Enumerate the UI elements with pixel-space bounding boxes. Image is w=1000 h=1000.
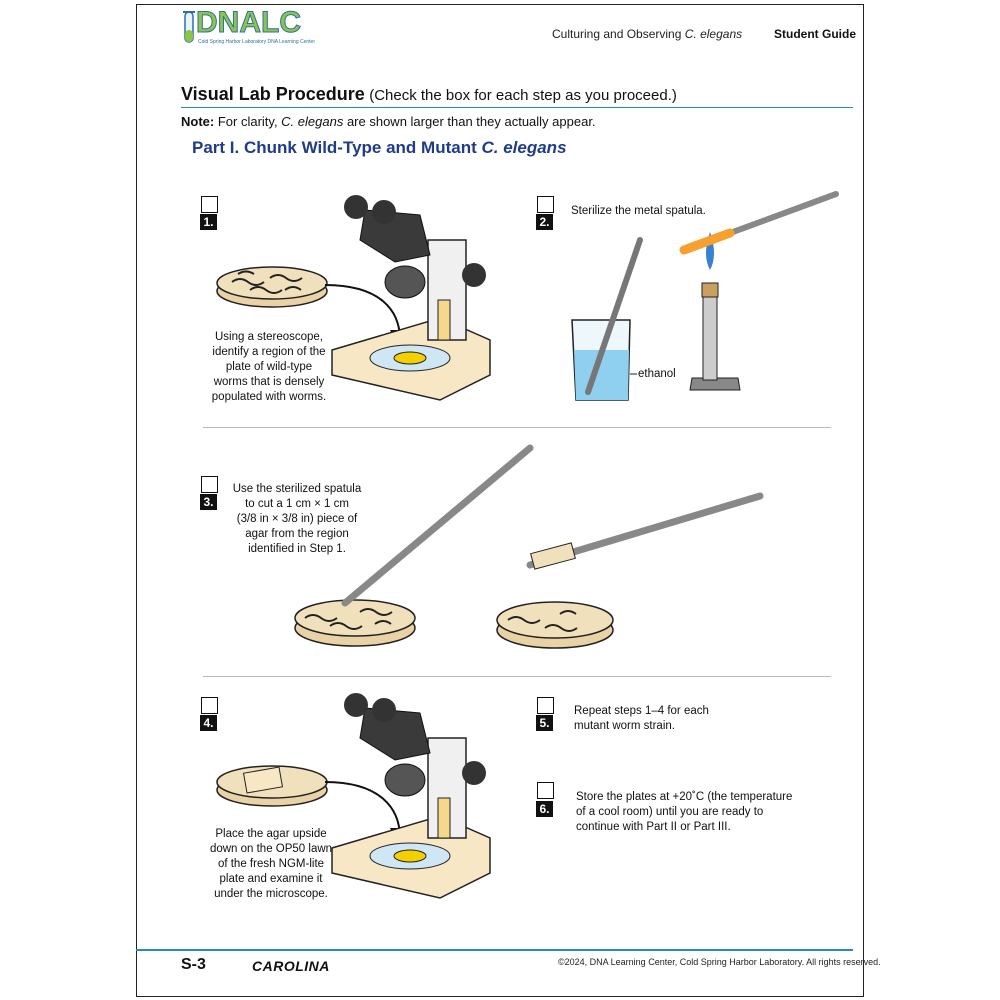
microscope-icon — [331, 195, 491, 401]
title-main: Visual Lab Procedure — [181, 84, 365, 104]
divider — [203, 676, 831, 677]
step-5-checkbox[interactable] — [537, 697, 554, 714]
step-4-checkbox[interactable] — [201, 697, 218, 714]
step-6-text: Store the plates at +20˚C (the temperatu… — [576, 791, 793, 833]
step-1-text: Using a stereoscope,identify a region of… — [211, 331, 327, 403]
carolina-logo: CAROLINA — [252, 958, 330, 974]
dnalc-logo: DNALC Cold Spring Harbor Laboratory DNA … — [180, 6, 315, 46]
section-title: Visual Lab Procedure (Check the box for … — [181, 84, 853, 108]
step-6-number: 6. — [536, 801, 553, 817]
petri-dish-icon — [496, 601, 614, 649]
note: Note: For clarity, C. elegans are shown … — [181, 114, 596, 129]
step-2-checkbox[interactable] — [537, 196, 554, 213]
spatula-icon — [679, 191, 839, 255]
step-3-number: 3. — [200, 494, 217, 510]
page-number: S-3 — [181, 956, 206, 973]
divider — [203, 427, 831, 428]
beaker-icon — [571, 237, 643, 401]
ethanol-label: ethanol — [638, 368, 676, 380]
document-title: Culturing and Observing C. elegans — [552, 27, 743, 41]
step-2-text: Sterilize the metal spatula. — [571, 205, 706, 217]
logo-subtitle: Cold Spring Harbor Laboratory DNA Learni… — [198, 39, 316, 45]
step-3-checkbox[interactable] — [201, 476, 218, 493]
bunsen-burner-icon — [689, 232, 741, 391]
petri-dish-icon — [294, 599, 416, 647]
step-5-number: 5. — [536, 715, 553, 731]
step-2-number: 2. — [536, 214, 553, 230]
title-sub: (Check the box for each step as you proc… — [369, 87, 677, 104]
step-1-checkbox[interactable] — [201, 196, 218, 213]
petri-dish-icon — [216, 266, 328, 308]
step-4-number: 4. — [200, 715, 217, 731]
test-tube-icon — [183, 11, 195, 43]
guide-label: Student Guide — [774, 27, 856, 41]
part-heading: Part I. Chunk Wild-Type and Mutant C. el… — [192, 138, 567, 157]
footer-rule — [136, 949, 853, 951]
logo-text: DNALC — [196, 6, 302, 40]
step-6-checkbox[interactable] — [537, 782, 554, 799]
petri-dish-icon — [216, 765, 328, 807]
copyright: ©2024, DNA Learning Center, Cold Spring … — [558, 957, 881, 967]
step-1-number: 1. — [200, 214, 217, 230]
microscope-icon — [331, 693, 491, 899]
